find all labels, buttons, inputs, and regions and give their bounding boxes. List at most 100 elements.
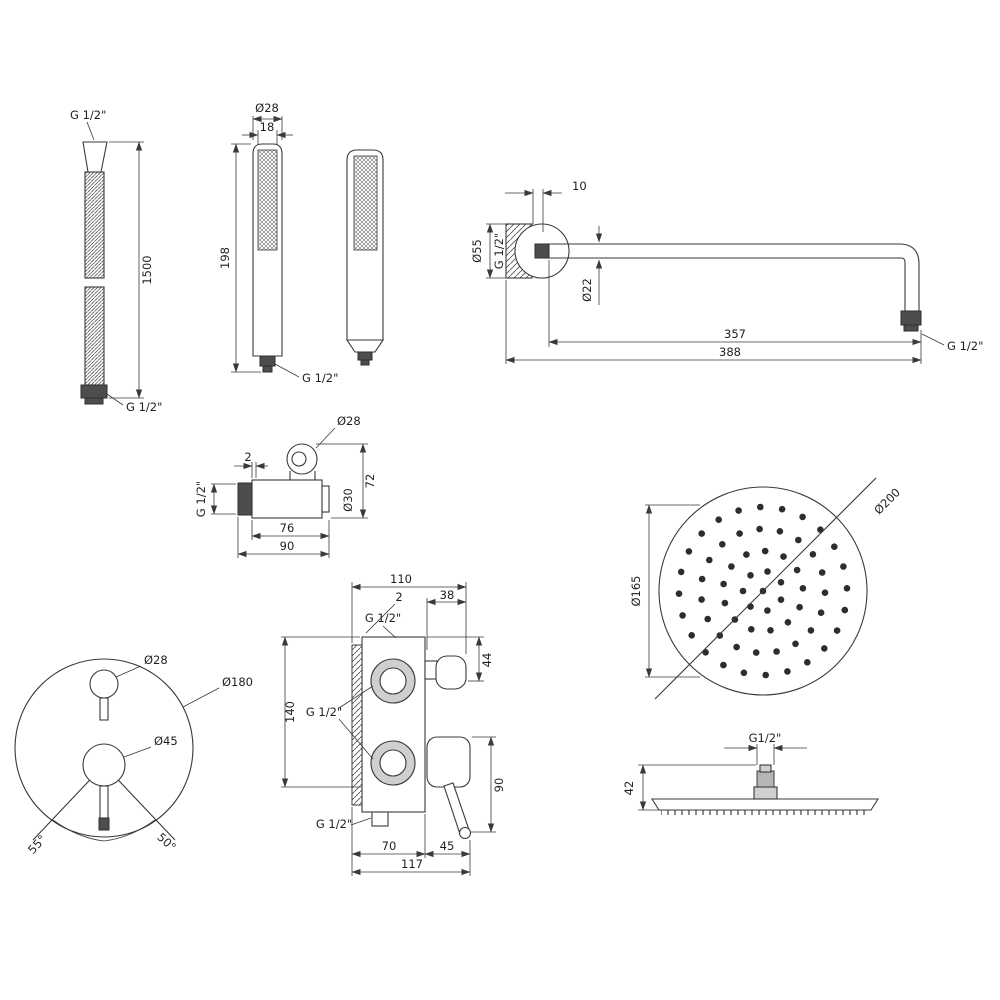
dim-hose-length: 1500 (109, 141, 154, 399)
spray-dot (784, 619, 792, 626)
hand-shower-side-view (345, 149, 385, 366)
dim-mixer-gap: 2 (365, 590, 403, 634)
spray-dot (679, 612, 686, 619)
leader-line (182, 687, 220, 708)
head-side-height-label: 42 (622, 781, 636, 796)
head-dia-spray-label: Ø165 (629, 575, 643, 606)
dim-arm-length-total: 388 (505, 280, 922, 364)
trim-handle-circle (82, 743, 126, 787)
spray-dot (720, 661, 727, 669)
head-side-plate (650, 798, 880, 811)
spray-dot (777, 579, 785, 586)
dim-arm-tube-dia: Ø22 (580, 226, 603, 305)
arm-length-total-label: 388 (719, 345, 741, 359)
mixer-valve-bottom-inner (379, 749, 407, 777)
spray-dot (776, 528, 784, 535)
dim-outlet-length-total: 90 (237, 517, 330, 558)
arm-flange-depth-label: 10 (572, 179, 587, 193)
dim-head-side-height: 42 (622, 764, 756, 811)
spray-dot (807, 627, 815, 634)
mixer-thread-left: G 1/2" (306, 685, 374, 760)
hose-lower-segment (84, 286, 105, 386)
mixer-lever-tip (458, 826, 472, 840)
spray-dot (720, 580, 727, 588)
angle-left-label: 55° (25, 832, 49, 857)
hose-thread-top-label: G 1/2" (70, 108, 106, 122)
mixer-thread-left-label: G 1/2" (306, 705, 342, 719)
spray-dots (675, 503, 851, 679)
spray-dot (841, 606, 849, 614)
dim-mixer-height-right-bottom: 90 (471, 736, 506, 833)
outlet-dia-body-label: Ø30 (341, 488, 355, 512)
leader-line (123, 746, 152, 758)
spray-dot (796, 603, 803, 611)
head-side-nozzles (661, 810, 869, 815)
shower-head-side-view: G1/2" 42 (622, 731, 880, 815)
mixer-width-top-label: 110 (390, 572, 412, 586)
spray-dot (752, 649, 760, 656)
arm-flange-dia-label: Ø55 (470, 239, 484, 263)
spray-dot (817, 609, 825, 616)
head-dia-line (654, 477, 877, 700)
shower-head-top-view: Ø200 Ø165 (629, 477, 903, 700)
spray-dot (716, 632, 724, 639)
spray-dot (804, 659, 811, 666)
mixer-thread-top: G 1/2" (365, 611, 401, 639)
arm-tube-outer (549, 243, 920, 311)
spray-dot (688, 632, 695, 639)
spray-dot (773, 648, 780, 655)
dim-handshower-height: 198 (218, 143, 261, 373)
outlet-gap-label: 2 (244, 450, 251, 464)
arm-wall-thread-label: G 1/2" (492, 233, 506, 269)
dim-outlet-height: 72 (316, 443, 377, 519)
head-dia-outer-label: Ø200 (871, 485, 903, 517)
dim-outlet-gap: 2 (234, 450, 268, 478)
spray-dot (735, 507, 742, 514)
handshower-dia-label: Ø28 (255, 101, 279, 115)
handshower-side-taper (345, 339, 385, 353)
mixer-valve-top-inner (379, 667, 407, 695)
spray-dot (757, 503, 764, 511)
arm-wall-connector (534, 243, 550, 259)
mixer-height-left-label: 140 (283, 701, 297, 723)
spray-dot (747, 603, 754, 610)
outlet-dia-holder-label: Ø28 (337, 414, 361, 428)
spray-dot (677, 568, 685, 576)
spray-dot (799, 513, 806, 521)
leader-line (115, 665, 142, 678)
outlet-length-body-label: 76 (280, 521, 295, 535)
mixer-diverter-housing (426, 736, 471, 788)
leader-line (86, 121, 95, 141)
mixer-wall-plate (351, 644, 363, 806)
head-side-connector-base (753, 786, 778, 800)
dim-outlet-length-body: 76 (251, 520, 330, 540)
shower-hose-view: G 1/2" 1500 G 1/2" (70, 108, 162, 414)
dim-handshower-face: 18 (242, 120, 293, 148)
spray-dot (795, 536, 802, 544)
mixer-height-right-bottom-label: 90 (492, 778, 506, 793)
mixer-width-total-label: 117 (401, 857, 423, 871)
spray-dot (736, 530, 743, 537)
spray-dot (715, 516, 722, 523)
trim-dia-spout-label: Ø28 (144, 653, 168, 667)
outlet-thread-label: G 1/2" (194, 481, 208, 517)
spray-dot (780, 553, 787, 560)
spray-dot (743, 551, 750, 558)
spray-dot (843, 585, 851, 592)
spray-dot (739, 587, 747, 595)
mixer-offset-right-label: 38 (440, 588, 455, 602)
mixer-trim-view: 55° 50° Ø28 Ø180 Ø45 (14, 653, 253, 857)
spray-dot (809, 551, 817, 558)
spray-dot (698, 575, 706, 583)
wall-outlet-view: Ø28 2 G 1/2" 72 Ø30 (194, 414, 377, 558)
spray-dot (831, 543, 838, 550)
dim-mixer-width-total: 117 (351, 857, 471, 876)
trim-spout-circle (89, 669, 119, 699)
hand-shower-front-view: Ø28 18 198 G 1/2" (218, 101, 338, 385)
spray-dot (821, 645, 828, 652)
arm-end-fitting (900, 310, 922, 326)
dim-head-side-thread: G1/2" (724, 731, 807, 765)
dim-mixer-width-left: 70 (351, 807, 426, 876)
outlet-body-step (321, 485, 330, 513)
